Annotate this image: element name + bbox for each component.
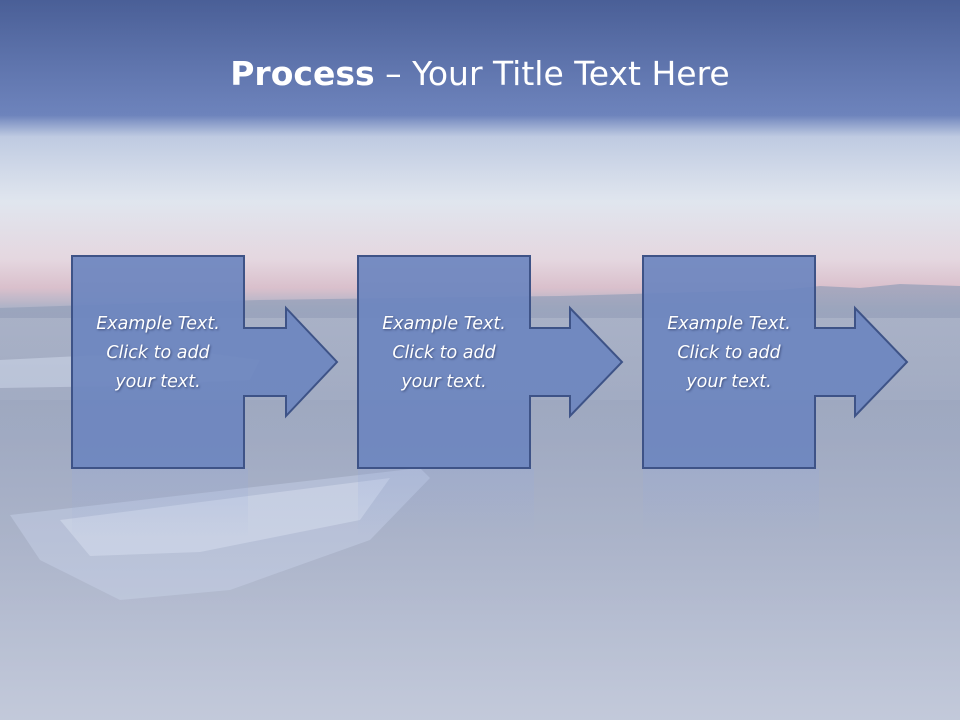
process-step-2[interactable]: Example Text. Click to add your text.: [357, 255, 624, 469]
step-reflection: [72, 468, 248, 538]
step-text-line: Example Text.: [96, 314, 220, 334]
step-text-line: Click to add: [106, 343, 210, 363]
step-text-line: your text.: [115, 372, 201, 392]
step-reflection: [358, 468, 534, 538]
step-text-line: your text.: [401, 372, 487, 392]
step-text-line: Example Text.: [667, 314, 791, 334]
step-arrow-shape: [642, 255, 909, 469]
step-text-line: Example Text.: [382, 314, 506, 334]
step-text[interactable]: Example Text. Click to add your text.: [643, 310, 815, 397]
slide-title[interactable]: Process – Your Title Text Here: [0, 52, 960, 96]
step-arrow-shape: [71, 255, 339, 469]
step-text[interactable]: Example Text. Click to add your text.: [358, 310, 530, 397]
title-bold: Process: [230, 54, 375, 93]
step-text[interactable]: Example Text. Click to add your text.: [72, 310, 244, 397]
step-arrow-shape: [357, 255, 624, 469]
step-text-line: your text.: [686, 372, 772, 392]
step-text-line: Click to add: [677, 343, 781, 363]
title-rest: – Your Title Text Here: [374, 54, 730, 93]
step-text-line: Click to add: [392, 343, 496, 363]
step-reflection: [643, 468, 819, 538]
process-step-1[interactable]: Example Text. Click to add your text.: [71, 255, 339, 469]
process-step-3[interactable]: Example Text. Click to add your text.: [642, 255, 909, 469]
